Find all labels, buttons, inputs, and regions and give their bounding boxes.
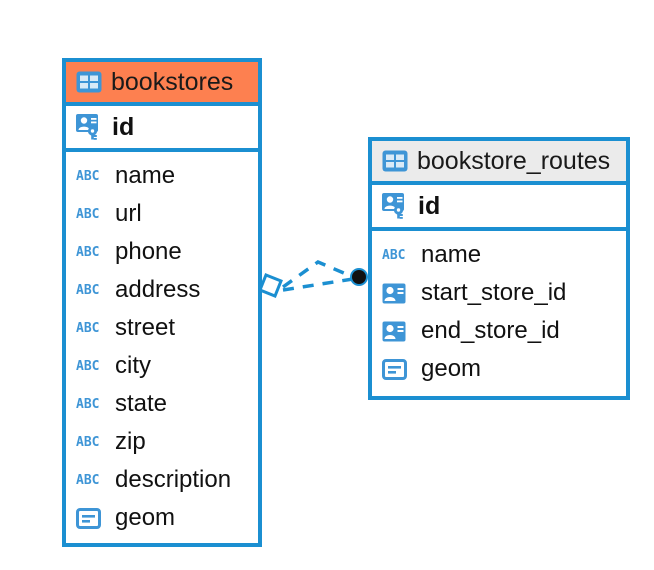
attribute-label-state: state <box>115 390 168 417</box>
attribute-row-description[interactable]: ABC description <box>66 461 258 499</box>
abc-icon: ABC <box>76 320 100 336</box>
entity-bookstores-title: bookstores <box>111 67 234 96</box>
entity-bookstores[interactable]: bookstores <box>62 58 262 547</box>
attribute-label-name: name <box>421 241 482 268</box>
attribute-label-city: city <box>115 352 151 379</box>
abc-icon: ABC <box>76 472 100 488</box>
entity-bookstores-header[interactable]: bookstores <box>66 62 258 106</box>
attribute-label-id: id <box>418 191 441 220</box>
table-icon <box>382 150 408 172</box>
attribute-label-url: url <box>115 200 142 227</box>
attribute-row-street[interactable]: ABC street <box>66 309 258 347</box>
abc-icon: ABC <box>382 247 406 263</box>
attribute-label-geom: geom <box>421 355 482 382</box>
abc-icon: ABC <box>76 206 100 222</box>
geometry-icon <box>382 358 412 380</box>
foreign-key-icon <box>382 283 412 304</box>
abc-icon: ABC <box>76 434 100 450</box>
primary-key-icon <box>382 193 409 219</box>
abc-icon: ABC <box>76 244 100 260</box>
attribute-row-id[interactable]: id <box>372 185 626 231</box>
primary-key-icon <box>76 114 103 140</box>
attribute-label-end-store-id: end_store_id <box>421 317 560 344</box>
attribute-row-address[interactable]: ABC address <box>66 271 258 309</box>
attribute-row-geom[interactable]: geom <box>66 499 258 537</box>
attribute-row-name[interactable]: ABC name <box>372 236 626 274</box>
attribute-row-zip[interactable]: ABC zip <box>66 423 258 461</box>
attribute-row-url[interactable]: ABC url <box>66 195 258 233</box>
relationship-line-lower <box>282 277 354 292</box>
attribute-row-start-store-id[interactable]: start_store_id <box>372 274 626 312</box>
relationship-dot-marker <box>350 268 368 286</box>
attribute-label-description: description <box>115 466 232 493</box>
attribute-row-state[interactable]: ABC state <box>66 385 258 423</box>
attribute-label-address: address <box>115 276 201 303</box>
attribute-label-geom: geom <box>115 504 176 531</box>
entity-bookstores-attributes: ABC name ABC url ABC phone ABC address A… <box>66 152 258 541</box>
abc-icon: ABC <box>76 282 100 298</box>
entity-bookstore-routes-title: bookstore_routes <box>417 146 611 175</box>
entity-bookstore-routes[interactable]: bookstore_routes <box>368 137 630 400</box>
attribute-row-end-store-id[interactable]: end_store_id <box>372 312 626 350</box>
attribute-label-phone: phone <box>115 238 182 265</box>
entity-bookstore-routes-header[interactable]: bookstore_routes <box>372 141 626 185</box>
entity-bookstore-routes-attributes: ABC name start_store_id <box>372 231 626 392</box>
relationship-line-upper <box>281 260 354 289</box>
attribute-row-name[interactable]: ABC name <box>66 157 258 195</box>
attribute-label-name: name <box>115 162 176 189</box>
attribute-label-zip: zip <box>115 428 146 455</box>
attribute-row-id[interactable]: id <box>66 106 258 152</box>
attribute-row-phone[interactable]: ABC phone <box>66 233 258 271</box>
table-icon <box>76 71 102 93</box>
abc-icon: ABC <box>76 358 100 374</box>
relationship-diamond-marker <box>258 273 283 298</box>
attribute-row-city[interactable]: ABC city <box>66 347 258 385</box>
geometry-icon <box>76 507 106 529</box>
attribute-label-start-store-id: start_store_id <box>421 279 567 306</box>
attribute-label-street: street <box>115 314 176 341</box>
attribute-label-id: id <box>112 112 135 141</box>
abc-icon: ABC <box>76 396 100 412</box>
abc-icon: ABC <box>76 168 100 184</box>
attribute-row-geom[interactable]: geom <box>372 350 626 388</box>
foreign-key-icon <box>382 321 412 342</box>
